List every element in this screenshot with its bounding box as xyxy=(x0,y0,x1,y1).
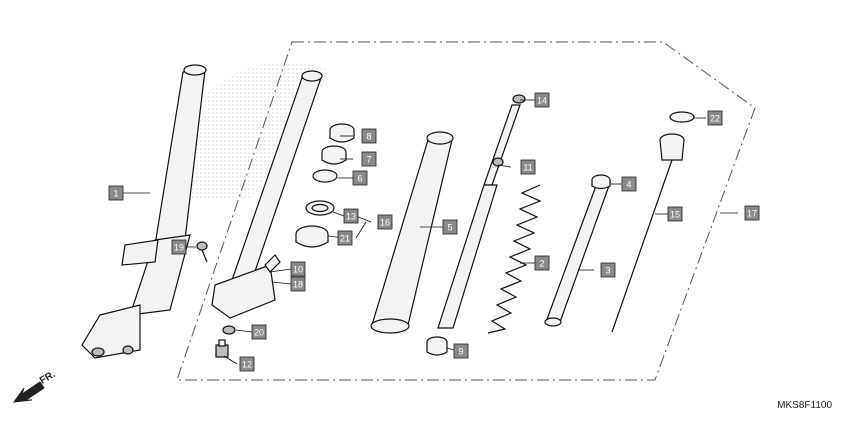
callout-8[interactable]: 8 xyxy=(361,128,377,144)
assembly-boundary xyxy=(176,41,756,381)
svg-text:20: 20 xyxy=(254,328,264,338)
svg-text:11: 11 xyxy=(523,163,532,173)
callout-14[interactable]: 14 xyxy=(534,92,550,108)
callout-2[interactable]: 2 xyxy=(534,255,550,271)
callout-22[interactable]: 22 xyxy=(707,110,723,126)
diagram-code: MKS8F1100 xyxy=(777,400,832,411)
svg-text:6: 6 xyxy=(357,174,362,184)
svg-text:19: 19 xyxy=(174,243,184,253)
svg-text:2: 2 xyxy=(539,259,544,269)
fork-cap-15 xyxy=(611,133,685,333)
adjuster-12 xyxy=(215,339,229,358)
callout-3[interactable]: 3 xyxy=(600,262,616,278)
collar-9 xyxy=(426,336,448,356)
callout-7[interactable]: 7 xyxy=(361,151,377,167)
svg-text:7: 7 xyxy=(366,155,371,165)
svg-text:14: 14 xyxy=(537,96,547,106)
nut-14 xyxy=(512,94,526,104)
svg-text:8: 8 xyxy=(366,132,371,142)
dust-seal-21 xyxy=(295,225,329,248)
spring-2 xyxy=(487,184,542,334)
callout-15[interactable]: 15 xyxy=(667,206,683,222)
callout-9[interactable]: 9 xyxy=(453,343,469,359)
svg-text:3: 3 xyxy=(605,266,610,276)
callout-5[interactable]: 5 xyxy=(442,219,458,235)
callout-20[interactable]: 20 xyxy=(251,324,267,340)
svg-text:15: 15 xyxy=(670,210,680,220)
damper-rod-11 xyxy=(437,104,521,329)
slider-5 xyxy=(370,131,454,334)
o-ring-22 xyxy=(669,111,695,123)
svg-text:5: 5 xyxy=(447,223,452,233)
washer-20 xyxy=(222,325,236,335)
svg-text:17: 17 xyxy=(747,209,757,219)
callout-18[interactable]: 18 xyxy=(290,276,306,292)
front-label: FR. xyxy=(38,369,58,387)
callout-1[interactable]: 1 xyxy=(108,185,124,201)
callout-17[interactable]: 17 xyxy=(744,205,760,221)
callout-10[interactable]: 10 xyxy=(290,261,306,277)
callout-6[interactable]: 6 xyxy=(352,170,368,186)
spring-seat-4 xyxy=(591,174,611,190)
callout-21[interactable]: 21 xyxy=(337,230,353,246)
spacer-tube-3 xyxy=(544,182,611,327)
bushing-8 xyxy=(329,123,355,143)
callout-16[interactable]: 16 xyxy=(377,214,393,230)
bushing-7 xyxy=(321,145,347,165)
svg-text:13: 13 xyxy=(346,212,356,222)
svg-text:12: 12 xyxy=(242,360,252,370)
svg-text:22: 22 xyxy=(710,114,720,124)
callout-11[interactable]: 11 xyxy=(520,159,536,175)
front-direction-arrow: FR. xyxy=(12,369,58,403)
seal-13 xyxy=(305,200,335,216)
leader-lines xyxy=(123,99,738,365)
svg-text:10: 10 xyxy=(293,265,303,275)
svg-text:18: 18 xyxy=(293,280,303,290)
outer-tube-center xyxy=(211,70,323,319)
svg-text:16: 16 xyxy=(380,218,390,228)
svg-text:1: 1 xyxy=(113,189,118,199)
svg-text:9: 9 xyxy=(458,347,463,357)
callout-4[interactable]: 4 xyxy=(621,176,637,192)
callout-13[interactable]: 13 xyxy=(343,208,359,224)
svg-text:4: 4 xyxy=(626,180,631,190)
callout-12[interactable]: 12 xyxy=(239,356,255,372)
svg-text:21: 21 xyxy=(340,234,350,244)
bolt-19 xyxy=(196,241,208,263)
washer-6 xyxy=(312,169,338,183)
callout-19[interactable]: 19 xyxy=(171,239,187,255)
watermark-logo xyxy=(185,61,330,201)
fork-assembly-left xyxy=(81,64,207,359)
